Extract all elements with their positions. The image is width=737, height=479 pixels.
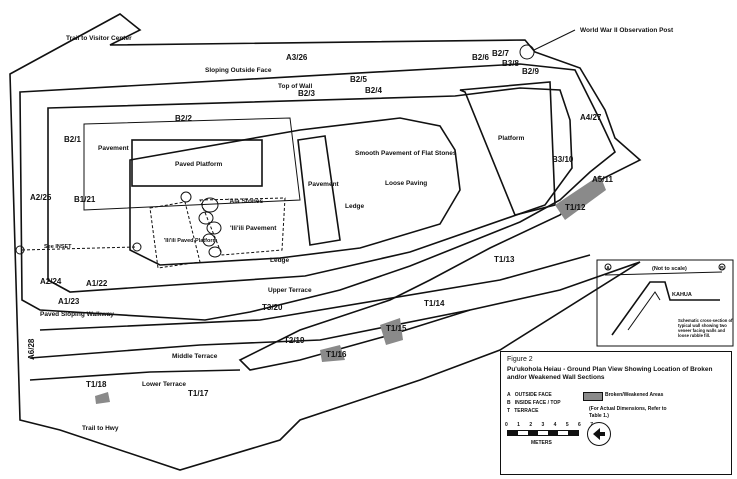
section-label: A5/11 bbox=[592, 175, 613, 184]
ledge-mid-label: Ledge bbox=[345, 203, 365, 210]
section-label: B2/7 bbox=[492, 49, 509, 58]
section-label: B2/2 bbox=[175, 114, 192, 123]
ala-stones-pile bbox=[180, 191, 222, 258]
scale-bar bbox=[507, 430, 579, 436]
paved-platform-label: Paved Platform bbox=[175, 161, 223, 168]
legend-box: Figure 2 Pu'ukohola Heiau - Ground Plan … bbox=[500, 351, 732, 475]
section-label: T1/17 bbox=[188, 389, 209, 398]
section-label: A3/26 bbox=[286, 53, 308, 62]
section-label: T1/18 bbox=[86, 380, 107, 389]
inset-scale-note: (Not to scale) bbox=[652, 266, 687, 272]
inset-caption: Schematic cross-section of typical wall … bbox=[678, 318, 733, 338]
section-label: B2/9 bbox=[522, 67, 539, 76]
iliili-platform-label: 'Ili'ili Paved Platform bbox=[164, 238, 217, 244]
right-platform bbox=[459, 81, 556, 216]
paved-platform-rect bbox=[131, 139, 263, 187]
section-label: T1/12 bbox=[565, 203, 586, 212]
wwii-post-symbol bbox=[519, 44, 535, 60]
platform-right-label: Platform bbox=[498, 135, 525, 142]
section-label: B3/10 bbox=[552, 155, 574, 164]
section-label: T1/14 bbox=[424, 299, 445, 308]
scale-numbers: 0 1 2 3 4 5 6 7 bbox=[505, 422, 597, 428]
north-arrow-icon bbox=[587, 422, 611, 446]
smooth-pavement-label: Smooth Pavement of Flat Stones bbox=[355, 150, 457, 157]
damaged-areas bbox=[95, 175, 606, 404]
left-pavement-box bbox=[83, 117, 301, 211]
ala-stones-label: 'Ala Stones bbox=[228, 198, 264, 205]
section-label: A2/24 bbox=[40, 277, 62, 286]
section-label: A1/22 bbox=[86, 279, 108, 288]
section-label: B1/21 bbox=[74, 195, 96, 204]
inset-marker-b: B bbox=[720, 266, 724, 272]
upper-terrace-label: Upper Terrace bbox=[268, 287, 312, 294]
figure-label: Figure 2 bbox=[507, 356, 533, 363]
legend-key: A OUTSIDE FACE bbox=[507, 392, 552, 398]
section-label: B3/8 bbox=[502, 59, 519, 68]
sloping-outside-face-label: Sloping Outside Face bbox=[205, 67, 272, 74]
section-label: A4/27 bbox=[580, 113, 602, 122]
section-marker-a bbox=[15, 245, 25, 255]
pavement-mid-label: Pavement bbox=[308, 181, 340, 188]
top-of-wall-label: Top of Wall bbox=[278, 83, 312, 90]
scale-unit: METERS bbox=[531, 440, 552, 446]
paved-walkway-label: Paved Sloping Walkway bbox=[40, 311, 114, 318]
section-label: B2/5 bbox=[350, 75, 367, 84]
section-label: T3/20 bbox=[262, 303, 283, 312]
section-label: T2/19 bbox=[284, 336, 305, 345]
section-label: A2/25 bbox=[30, 193, 52, 202]
wwii-post-pointer bbox=[533, 29, 576, 51]
inset-kahua-label: KAHUA bbox=[672, 292, 692, 298]
middle-terrace-label: Middle Terrace bbox=[172, 353, 218, 360]
section-label: T1/13 bbox=[494, 255, 515, 264]
legend-key: T TERRACE bbox=[507, 408, 539, 414]
iliili-pavement-label: 'Ili'ili Pavement bbox=[230, 225, 277, 232]
wwii-post-label: World War II Observation Post bbox=[580, 27, 674, 34]
section-label: A6/28 bbox=[27, 338, 36, 360]
section-label: B2/3 bbox=[298, 89, 315, 98]
section-label: T1/16 bbox=[326, 350, 347, 359]
section-line bbox=[21, 246, 136, 251]
lower-terrace-label: Lower Terrace bbox=[142, 381, 186, 388]
trail-hwy-label: Trail to Hwy bbox=[82, 425, 119, 432]
outer-boundary bbox=[9, 13, 642, 471]
damage-swatch-label: Broken/Weakened Areas bbox=[605, 392, 664, 398]
section-label: B2/4 bbox=[365, 86, 382, 95]
section-label: A1/23 bbox=[58, 297, 80, 306]
damage-swatch bbox=[583, 392, 603, 401]
ledge-lower-label: Ledge bbox=[270, 257, 290, 264]
iliili-platform-outline bbox=[149, 201, 201, 269]
outside-face-line bbox=[19, 63, 616, 321]
cross-section-inset: A B (Not to scale) KAHUA bbox=[596, 259, 734, 347]
inner-courtyard bbox=[129, 117, 461, 266]
figure-title: Pu'ukohola Heiau - Ground Plan View Show… bbox=[507, 366, 713, 381]
iliili-pavement-outline bbox=[199, 197, 286, 256]
section-label: T1/15 bbox=[386, 324, 407, 333]
top-of-wall-line bbox=[47, 87, 573, 293]
section-inset-label: See INSET bbox=[44, 244, 72, 250]
trail-visitor-label: Trail to Visitor Center bbox=[66, 35, 132, 42]
dimensions-note: (For Actual Dimensions, Refer to Table 1… bbox=[589, 406, 667, 419]
section-label: B2/1 bbox=[64, 135, 81, 144]
section-marker-b bbox=[132, 242, 142, 252]
loose-paving-label: Loose Paving bbox=[385, 180, 427, 187]
legend-key: B INSIDE FACE / TOP bbox=[507, 400, 561, 406]
section-label: B2/6 bbox=[472, 53, 489, 62]
mid-pavement-column bbox=[297, 135, 341, 246]
inset-marker-a: A bbox=[606, 266, 610, 272]
pavement-left-label: Pavement bbox=[98, 145, 130, 152]
